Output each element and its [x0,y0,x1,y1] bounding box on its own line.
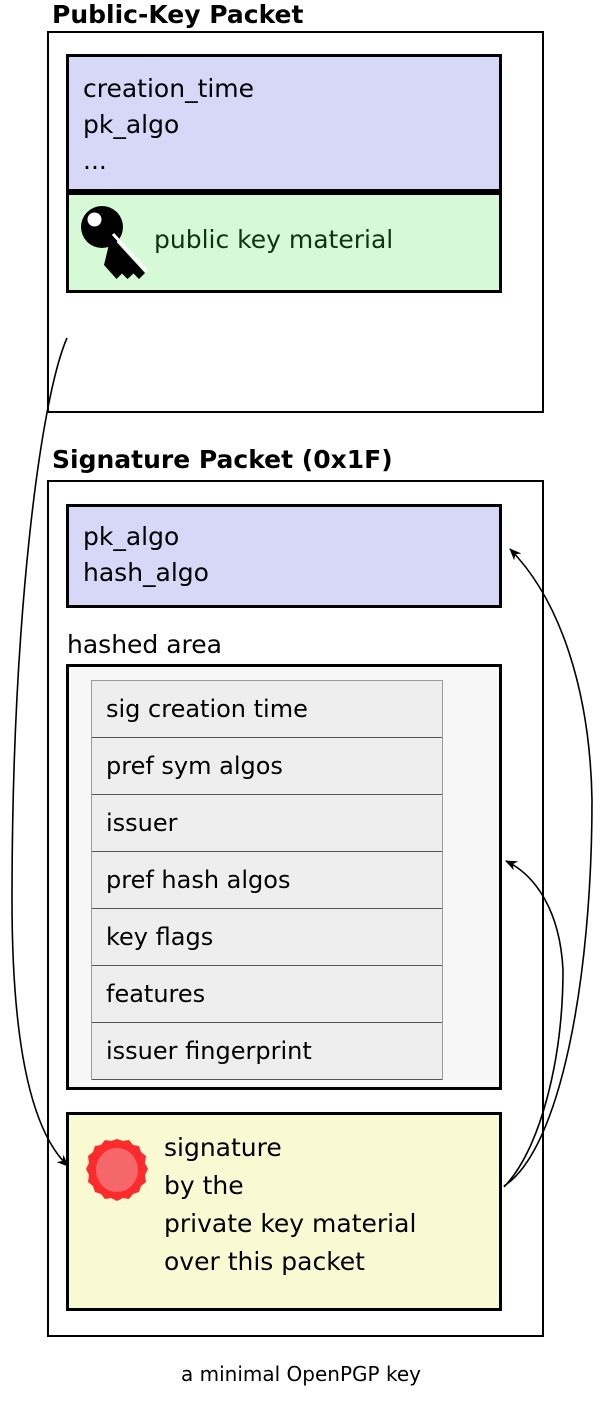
key-icon [81,206,149,279]
figure-caption: a minimal OpenPGP key [181,1362,421,1386]
signature-packet-title: Signature Packet (0x1F) [52,445,393,474]
subpacket-row: sig creation time [92,681,442,738]
subpacket-row: pref sym algos [92,738,442,795]
public-key-header-fields: creation_time pk_algo ... [66,54,502,192]
subpacket-row: issuer [92,795,442,852]
public-key-packet-title: Public-Key Packet [52,0,304,29]
public-key-material-label: public key material [154,225,394,254]
signature-blob-box: signature by the private key material ov… [66,1112,502,1311]
subpacket-row: pref hash algos [92,852,442,909]
subpacket-row: features [92,966,442,1023]
signature-blob-text: signature by the private key material ov… [164,1133,417,1276]
subpacket-row: key flags [92,909,442,966]
hashed-area-label: hashed area [67,630,222,659]
wax-seal-icon [86,1139,148,1201]
signature-algos-box: pk_algo hash_algo [66,504,502,608]
subpacket-row: issuer fingerprint [92,1023,442,1080]
public-key-material-box: public key material [66,192,502,293]
